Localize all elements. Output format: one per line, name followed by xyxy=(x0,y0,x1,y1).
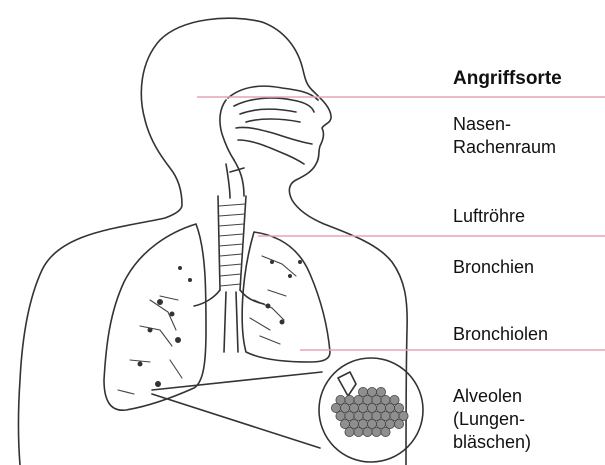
alveolus xyxy=(363,427,372,436)
label-bronchiolen: Bronchiolen xyxy=(453,323,548,345)
alveolus xyxy=(394,419,403,428)
alveolus xyxy=(372,427,381,436)
left-lung xyxy=(104,224,206,410)
label-luftroehre: Luftröhre xyxy=(453,205,525,227)
alveolus xyxy=(381,427,390,436)
label-alveolen-line2: (Lungen- xyxy=(453,408,525,430)
magnifier-cone xyxy=(152,372,322,448)
label-nasen-line1: Nasen- xyxy=(453,113,511,135)
label-alveolen-line1: Alveolen xyxy=(453,385,522,407)
diagram-title: Angriffsorte xyxy=(453,68,562,90)
label-alveolen-line3: bläschen) xyxy=(453,431,531,453)
nasal-pharynx xyxy=(220,86,318,198)
trachea xyxy=(218,196,246,290)
alveolus xyxy=(345,427,354,436)
alveolus xyxy=(354,427,363,436)
bronchi xyxy=(194,290,264,352)
right-lung xyxy=(242,232,330,362)
label-nasen-line2: Rachenraum xyxy=(453,136,556,158)
label-bronchien: Bronchien xyxy=(453,256,534,278)
alveoli-inset xyxy=(319,358,423,462)
